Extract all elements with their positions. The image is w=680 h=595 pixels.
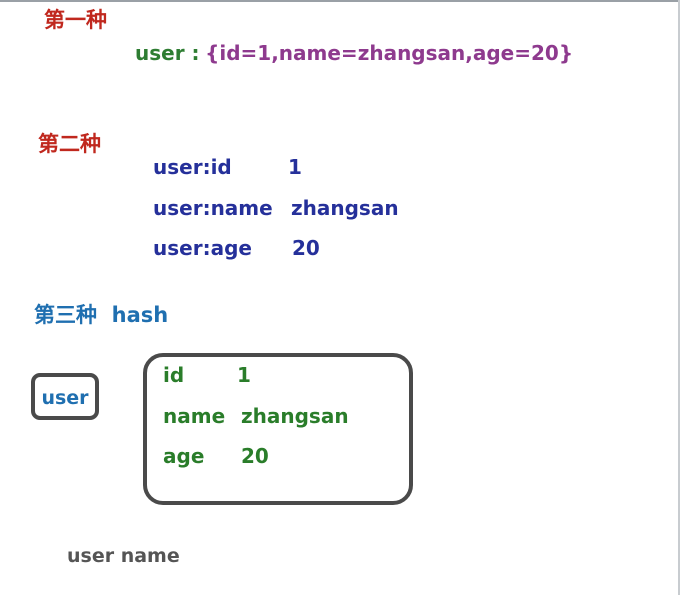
hash-field-id: id xyxy=(163,363,185,387)
method2-title: 第二种 xyxy=(38,132,101,156)
hash-value-id: 1 xyxy=(237,363,251,387)
method1-line: user : {id=1,name=zhangsan,age=20} xyxy=(135,41,573,65)
footer-text: user name xyxy=(67,545,180,567)
top-border xyxy=(0,0,680,2)
method2-key-name: user:name xyxy=(153,196,273,220)
hash-key-box: user xyxy=(31,373,99,420)
hash-key-label: user xyxy=(41,387,89,409)
hash-field-age: age xyxy=(163,444,205,468)
method1-key: user : xyxy=(135,41,200,65)
method3-title: 第三种 hash xyxy=(34,299,168,329)
method2-value-name: zhangsan xyxy=(291,196,399,220)
method2-key-id: user:id xyxy=(153,155,232,179)
method3-title-text: 第三种 xyxy=(34,303,97,327)
hash-field-name: name xyxy=(163,404,226,428)
method1-title: 第一种 xyxy=(44,8,107,32)
method3-type: hash xyxy=(111,303,169,327)
hash-fields-box xyxy=(143,353,413,505)
method2-key-age: user:age xyxy=(153,236,252,260)
method2-value-id: 1 xyxy=(288,155,302,179)
right-border xyxy=(678,0,680,595)
hash-value-name: zhangsan xyxy=(241,404,349,428)
hash-value-age: 20 xyxy=(241,444,269,468)
method1-value: {id=1,name=zhangsan,age=20} xyxy=(205,41,574,65)
method2-value-age: 20 xyxy=(292,236,320,260)
